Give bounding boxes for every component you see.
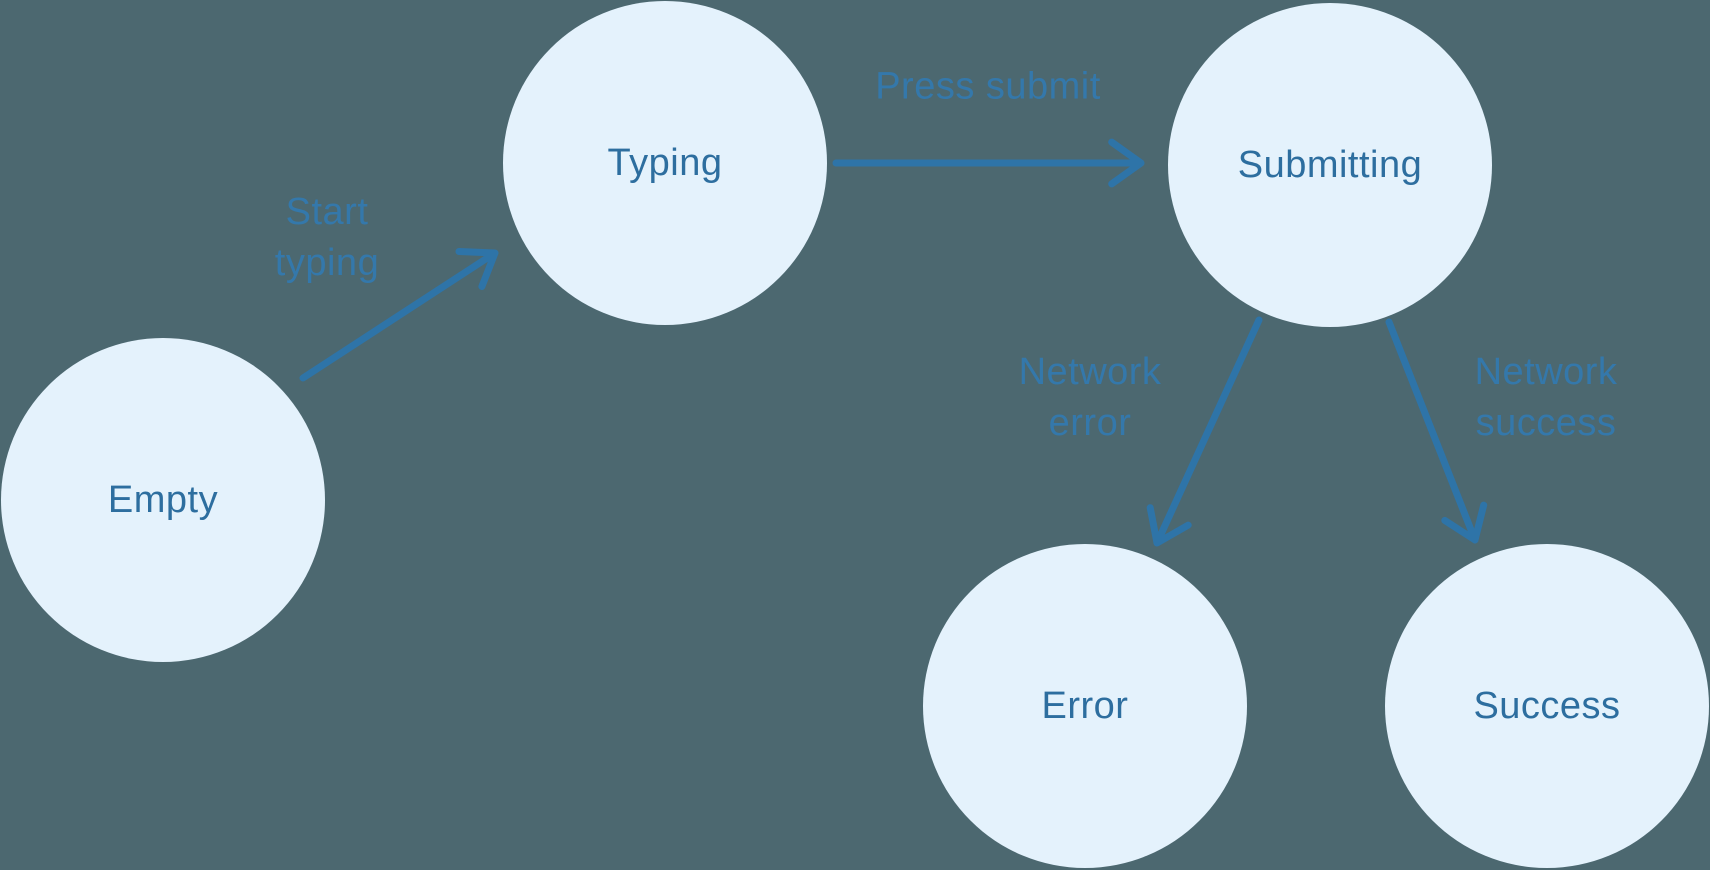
transition-label-line: success — [1475, 402, 1617, 444]
state-node-success: Success — [1385, 544, 1709, 868]
state-node-submitting: Submitting — [1168, 3, 1492, 327]
transition-arrow-typing-submitting — [832, 138, 1145, 188]
state-node-label-typing: Typing — [607, 141, 723, 184]
transition-arrow-submitting-error — [1146, 316, 1263, 547]
transition-label-line: Start — [285, 191, 369, 233]
transition-label-line: Press submit — [875, 65, 1101, 108]
transition-arrow-empty-typing — [299, 248, 499, 382]
transition-arrow-submitting-success — [1385, 318, 1488, 544]
transition-label-line: Network — [1018, 351, 1162, 393]
transition-label-press-submit: Press submit — [875, 62, 1101, 113]
transition-label-network-error: Network error — [1019, 347, 1162, 449]
state-node-label-submitting: Submitting — [1237, 143, 1423, 186]
transition-label-network-success: Network success — [1475, 347, 1618, 449]
transition-label-start-typing: Start typing — [275, 187, 379, 289]
transition-label-line: Network — [1474, 351, 1618, 393]
state-node-empty: Empty — [1, 338, 325, 662]
state-node-typing: Typing — [503, 1, 827, 325]
state-node-label-success: Success — [1473, 684, 1621, 727]
state-node-error: Error — [923, 544, 1247, 868]
state-node-label-error: Error — [1041, 684, 1129, 727]
transition-label-line: error — [1048, 402, 1132, 444]
transition-label-line: typing — [274, 242, 380, 284]
state-node-label-empty: Empty — [107, 478, 219, 521]
